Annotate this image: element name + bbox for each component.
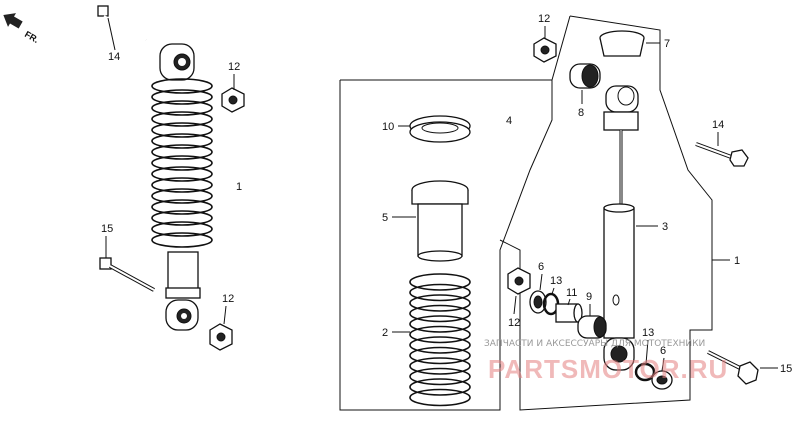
bolt-icon [99, 257, 155, 292]
callout-7: 7 [664, 38, 670, 50]
group-bracket-1 [499, 15, 713, 411]
callout-12: 12 [538, 13, 550, 25]
front-direction-arrow-icon [3, 13, 23, 29]
spring-coil [409, 325, 471, 344]
damper-3 [603, 85, 639, 371]
bolt-icon [695, 142, 749, 167]
bushing-8 [569, 63, 601, 89]
nut-icon [533, 37, 557, 63]
callout-2: 2 [382, 327, 388, 339]
spring-coil [151, 177, 213, 193]
spring-coil [151, 111, 213, 127]
callout-9: 9 [586, 291, 592, 303]
callout-13: 13 [550, 275, 562, 287]
watermark-caption: ЗАПЧАСТИ И АКСЕССУАРЫ ДЛЯ МОТОТЕХНИКИ [484, 339, 705, 349]
nut-icon [209, 323, 233, 351]
spring-coil [409, 336, 471, 354]
spring-coil [409, 304, 471, 323]
spring-coil [151, 100, 213, 116]
callout-14: 14 [712, 119, 724, 131]
callout-12: 12 [222, 293, 234, 305]
callout-5: 5 [382, 212, 388, 224]
callout-1: 1 [734, 255, 740, 267]
spring-coil [151, 155, 213, 171]
spring-coil [151, 221, 213, 237]
spring-2 [409, 273, 471, 407]
bolt-icon [97, 5, 147, 41]
sleeve-11 [555, 303, 583, 323]
spring-coil [151, 89, 213, 105]
callout-11: 11 [566, 287, 577, 299]
spring-coil [409, 294, 471, 312]
callout-8: 8 [578, 107, 584, 119]
spring-coil [409, 283, 471, 302]
callout-1: 1 [236, 181, 242, 193]
cap-7 [599, 30, 645, 57]
spring-coil [409, 346, 471, 365]
spring-coil [151, 122, 213, 138]
spring-coil [151, 188, 213, 204]
bolt-icon [707, 350, 759, 385]
spring-coil [409, 388, 471, 407]
callout-12: 12 [508, 317, 520, 329]
spring-coil [151, 144, 213, 160]
callout-15: 15 [780, 363, 792, 375]
nut-icon [221, 87, 245, 113]
spring-coil [409, 367, 471, 386]
callout-10: 10 [382, 121, 394, 133]
spring-coil [409, 378, 471, 396]
callout-13: 13 [642, 327, 654, 339]
collar-5 [411, 180, 469, 262]
callout-15: 15 [101, 223, 113, 235]
callout-6: 6 [660, 345, 666, 357]
bushing-9 [577, 315, 607, 339]
watermark-brand: PARTSMOTOR.RU [488, 354, 728, 384]
spring-coil [151, 210, 213, 226]
spring-coil [151, 199, 213, 215]
spring-coil [151, 133, 213, 149]
callout-6: 6 [538, 261, 544, 273]
washer-6 [529, 290, 547, 314]
spring-coil [409, 273, 471, 291]
callout-4: 4 [506, 115, 512, 127]
left-spring [151, 78, 213, 248]
spring-coil [151, 78, 213, 94]
spring-coil [151, 232, 213, 248]
nut-icon [507, 267, 531, 295]
left-shock-assembly [97, 5, 245, 351]
direction-label: FR. [23, 29, 41, 45]
spring-coil [409, 357, 471, 375]
spring-coil [151, 166, 213, 182]
callout-12: 12 [228, 61, 240, 73]
spring-coil [409, 315, 471, 333]
callout-14: 14 [108, 51, 120, 63]
o-ring-13 [634, 362, 656, 382]
group-bracket-4 [339, 79, 553, 411]
washer-6 [651, 370, 673, 390]
spring-seat-10 [409, 115, 471, 143]
callout-3: 3 [662, 221, 668, 233]
